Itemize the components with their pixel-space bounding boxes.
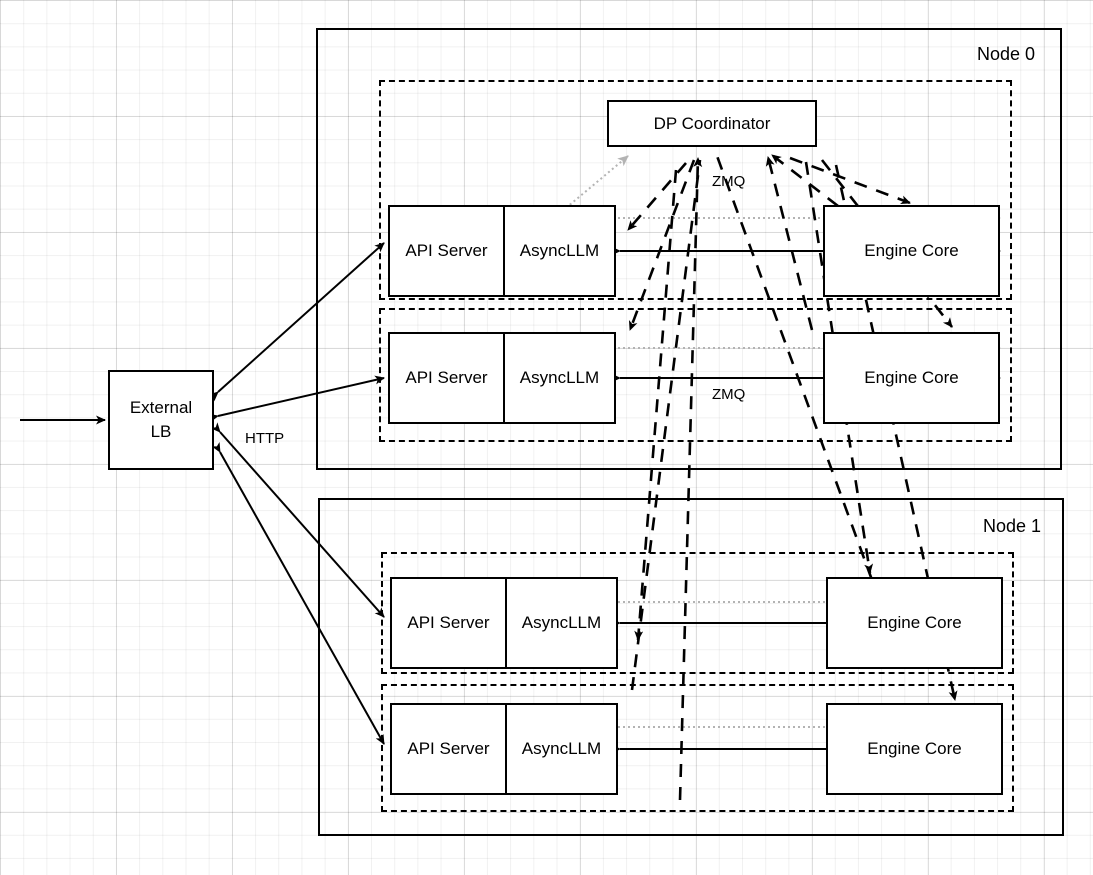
node-0-dp-group-1 (379, 308, 1012, 442)
node-1-server-box-0[interactable]: API Server AsyncLLM (390, 577, 618, 669)
node-0-async-llm-0[interactable]: AsyncLLM (519, 241, 600, 260)
node-1-engine-core-label-1: Engine Core (867, 739, 962, 758)
external-lb-label-line2: LB (150, 422, 172, 441)
node-0-engine-core-0[interactable]: Engine Core (823, 205, 1000, 297)
node-1-engine-core-0[interactable]: Engine Core (826, 577, 1003, 669)
dp-coordinator-box[interactable]: DP Coordinator (607, 100, 817, 147)
node-0-api-server-0[interactable]: API Server (390, 207, 505, 295)
node-1-api-server-1[interactable]: API Server (392, 705, 507, 793)
node-0-label: Node 0 (977, 44, 1036, 64)
node-0-server-box-1[interactable]: API Server AsyncLLM (388, 332, 616, 424)
node-1-container (318, 498, 1064, 836)
external-lb-label-line1: External (129, 398, 193, 418)
node-1-dp-group-0 (381, 552, 1014, 674)
node-1-api-server-0[interactable]: API Server (392, 579, 507, 667)
node-1-async-llm-0[interactable]: AsyncLLM (521, 613, 602, 632)
node-1-engine-core-1[interactable]: Engine Core (826, 703, 1003, 795)
dp-coordinator-label: DP Coordinator (653, 113, 771, 133)
node-0-container (316, 28, 1062, 470)
node-0-zmq-label-0: ZMQ (712, 173, 746, 190)
http-edge-label: HTTP (245, 430, 285, 447)
node-0-engine-core-1[interactable]: Engine Core (823, 332, 1000, 424)
node-0-engine-core-label-0: Engine Core (864, 241, 959, 260)
node-0-engine-core-label-1: Engine Core (864, 368, 959, 387)
node-1-label: Node 1 (983, 516, 1042, 536)
node-1-server-box-1[interactable]: API Server AsyncLLM (390, 703, 618, 795)
node-0-async-llm-1[interactable]: AsyncLLM (519, 368, 600, 387)
node-0-zmq-label-1: ZMQ (712, 386, 746, 403)
node-1-engine-core-label-0: Engine Core (867, 613, 962, 632)
node-1-async-llm-1[interactable]: AsyncLLM (521, 739, 602, 758)
node-1-dp-group-1 (381, 684, 1014, 812)
node-0-dp-group-0 (379, 80, 1012, 300)
node-0-api-server-1[interactable]: API Server (390, 334, 505, 422)
external-lb-box[interactable]: External LB (108, 370, 214, 470)
node-0-server-box-0[interactable]: API Server AsyncLLM (388, 205, 616, 297)
